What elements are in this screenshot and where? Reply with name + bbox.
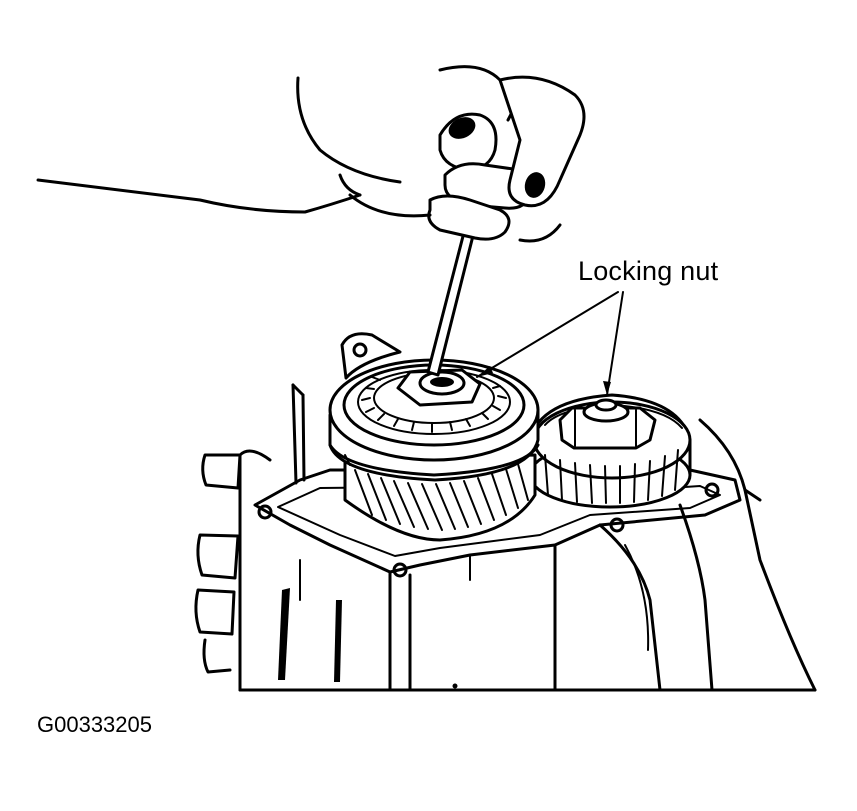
callout-label-locking-nut: Locking nut — [578, 256, 719, 286]
locking-nut-right — [558, 398, 657, 450]
callout-leaders — [476, 291, 624, 396]
hand-with-pick-tool — [36, 65, 586, 377]
figure-id: G00333205 — [37, 712, 152, 737]
output-gear — [328, 358, 540, 542]
locking-nut-center — [396, 368, 482, 407]
housing-ear — [340, 332, 402, 380]
transmission-housing — [194, 383, 817, 692]
